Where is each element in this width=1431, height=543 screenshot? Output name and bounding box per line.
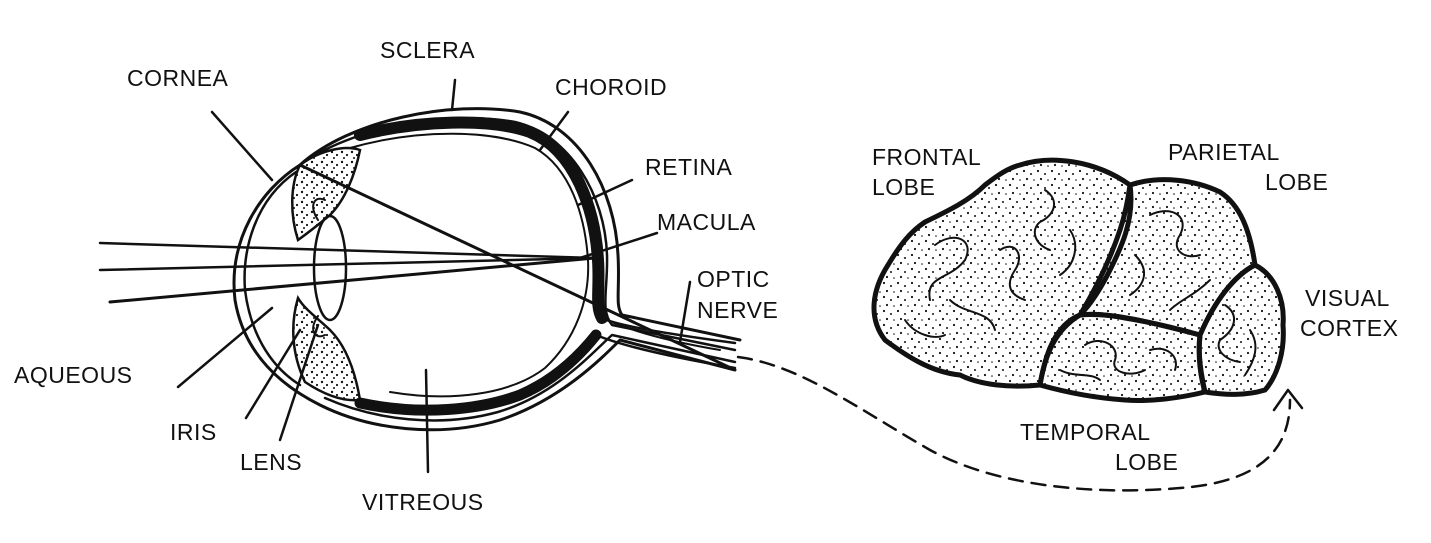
pathway-arrowhead [1274,390,1302,410]
label-retina: RETINA [645,154,733,180]
lens [314,216,346,320]
label-visual-cortex-line1: VISUAL [1305,285,1390,311]
label-macula: MACULA [657,209,756,235]
eyeball [100,109,740,430]
label-visual-cortex-line2: CORTEX [1300,315,1398,341]
label-iris: IRIS [170,419,217,445]
label-lens: LENS [240,449,302,475]
label-optic-nerve-line2: NERVE [697,297,778,323]
light-ray-1 [100,243,595,258]
iris-lower [293,298,360,400]
choroid-band-lower [360,335,596,410]
label-vitreous: VITREOUS [362,489,484,515]
label-temporal-lobe-line1: TEMPORAL [1020,419,1151,445]
temporal-lobe [1040,314,1205,400]
label-frontal-lobe-line1: FRONTAL [872,144,981,170]
label-choroid: CHOROID [555,74,667,100]
label-parietal-lobe-line1: PARIETAL [1168,139,1280,165]
label-optic-nerve-line1: OPTIC [697,266,770,292]
label-temporal-lobe-line2: LOBE [1115,449,1178,475]
label-parietal-lobe-line2: LOBE [1265,169,1328,195]
brain [874,160,1283,400]
label-sclera: SCLERA [380,37,475,63]
label-frontal-lobe-line2: LOBE [872,174,935,200]
label-cornea: CORNEA [127,65,229,91]
label-aqueous: AQUEOUS [14,362,133,388]
retina-line [350,134,588,397]
iris-upper [292,148,360,240]
